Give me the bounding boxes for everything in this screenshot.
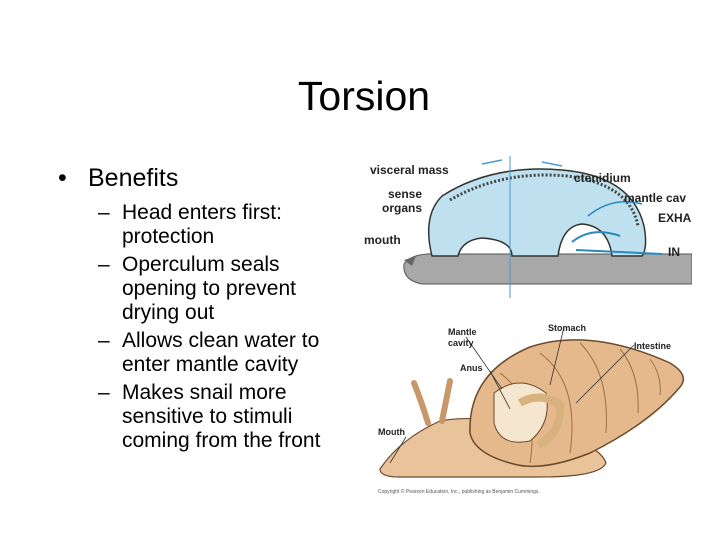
snail-anatomy-diagram: Mantle cavity Stomach Intestine Anus Mou… [370,313,700,499]
sub-bullet: – Head enters first: protection [98,201,368,249]
water-flow-arrow [571,231,621,243]
visceral-mass-label: visceral mass [370,163,449,177]
sense-label: sense [388,187,422,201]
intestine-label: Intestine [634,341,671,351]
slide-title: Torsion [297,73,431,119]
sub-bullet-text: Allows clean water to enter mantle cavit… [122,329,320,376]
leader-line [465,336,503,390]
bullet-dot: • [58,164,67,192]
bullet-dash: – [98,381,110,404]
tentacle-shape [411,380,431,426]
anus-label: Anus [460,363,483,373]
sub-bullet-text: Head enters first: protection [122,201,282,248]
leader-line [575,344,635,404]
torsion-diagram-svg: visceral mass ctenidium sense organs man… [362,156,693,298]
water-flow-arrow [587,201,643,217]
leader-line [489,370,511,410]
inhalant-label: IN [668,245,680,259]
mouth-label: mouth [364,233,401,247]
torsion-arrow [481,159,563,167]
bullet-dash: – [98,329,110,352]
ctenidium-label: ctenidium [574,171,631,185]
mantle-label: Mantle [448,327,477,337]
sub-bullet: – Allows clean water to enter mantle cav… [98,329,368,377]
stomach-label: Stomach [548,323,586,333]
sub-bullet-text: Makes snail more sensitive to stimuli co… [122,381,321,452]
sub-bullet-text: Operculum seals opening to prevent dryin… [122,253,296,324]
bullet-dash: – [98,201,110,224]
organs-label: organs [382,201,422,215]
main-bullet: • Benefits [58,163,368,193]
leader-line [389,436,407,464]
foot-shape [403,253,693,285]
mantle-outline [449,173,640,227]
water-flow-arrow [575,249,663,255]
sub-bullet: – Operculum seals opening to prevent dry… [98,253,368,325]
tentacle-shape [439,378,453,424]
bullet-dash: – [98,253,110,276]
mouth-shape [404,256,416,266]
sub-bullet-list: – Head enters first: protection – Opercu… [98,201,368,453]
mouth-label: Mouth [378,427,405,437]
leader-line [549,326,565,386]
sub-bullet: – Makes snail more sensitive to stimuli … [98,381,368,453]
copyright-credit: Copyright © Pearson Education, Inc., pub… [378,488,540,495]
snail-anatomy-svg: Mantle cavity Stomach Intestine Anus Mou… [370,313,700,499]
bullet-list: • Benefits – Head enters first: protecti… [58,163,368,457]
torsion-diagram-top: visceral mass ctenidium sense organs man… [362,156,693,298]
main-bullet-text: Benefits [88,164,179,192]
cavity-label: cavity [448,338,474,348]
intestine-shape [517,393,565,449]
mantle-cavity-label: mantle cav [624,191,686,205]
exhalant-label: EXHA [658,211,692,225]
